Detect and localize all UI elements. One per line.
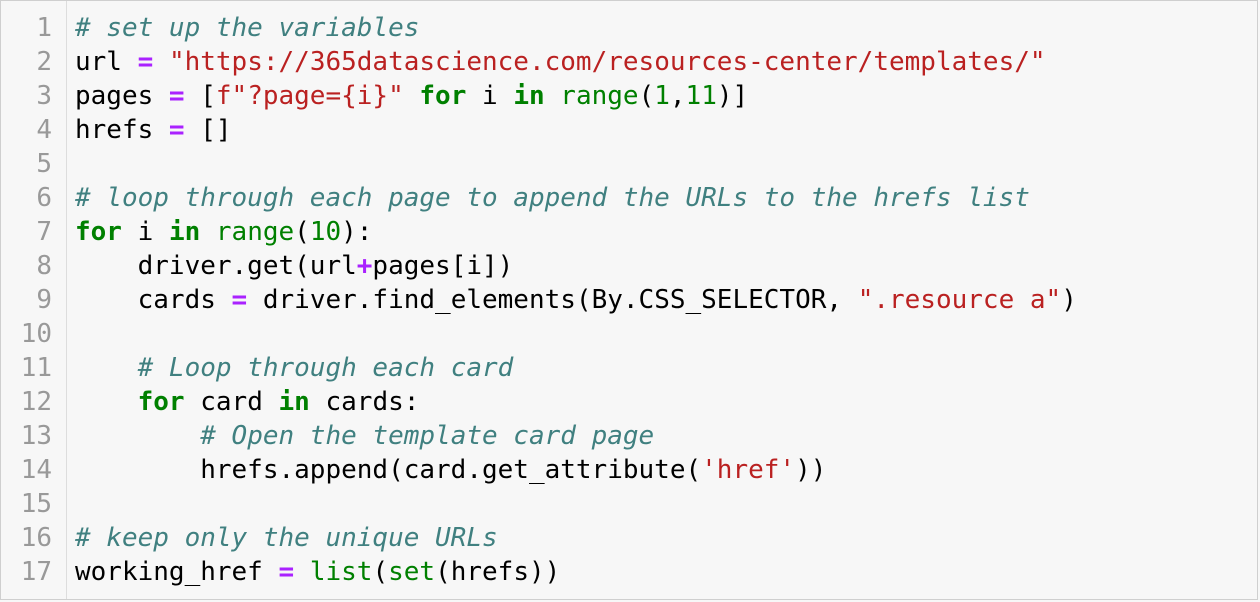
token-number: 11 bbox=[685, 81, 717, 111]
token-plain: working_href bbox=[75, 557, 279, 587]
token-comment: # Loop through each card bbox=[137, 353, 514, 383]
code-line[interactable] bbox=[75, 317, 1257, 351]
token-plain: [] bbox=[184, 115, 232, 145]
code-line[interactable]: pages = [f"?page={i}" for i in range(1,1… bbox=[75, 79, 1257, 113]
line-number: 10 bbox=[20, 319, 52, 349]
token-keyword: for bbox=[75, 217, 122, 247]
token-string: f"?page={i}" bbox=[215, 81, 404, 111]
token-plain bbox=[75, 353, 138, 383]
code-line[interactable]: # keep only the unique URLs bbox=[75, 521, 1257, 555]
token-plain: pages bbox=[75, 81, 169, 111]
token-plain: hrefs.append(card.get_attribute( bbox=[75, 455, 702, 485]
code-line[interactable]: # Loop through each card bbox=[75, 351, 1257, 385]
code-line[interactable]: # loop through each page to append the U… bbox=[75, 181, 1257, 215]
token-plain: , bbox=[669, 81, 686, 111]
code-line[interactable]: driver.get(url+pages[i]) bbox=[75, 249, 1257, 283]
line-number: 7 bbox=[36, 217, 52, 247]
line-number: 12 bbox=[20, 387, 52, 417]
token-op: = bbox=[278, 557, 295, 587]
code-line[interactable] bbox=[75, 147, 1257, 181]
line-number: 8 bbox=[36, 251, 52, 281]
line-number: 3 bbox=[36, 81, 52, 111]
line-number: 13 bbox=[20, 421, 52, 451]
token-op: = bbox=[168, 115, 185, 145]
token-plain: ) bbox=[1061, 285, 1077, 315]
line-number: 1 bbox=[36, 13, 52, 43]
token-plain: ( bbox=[638, 81, 655, 111]
code-line[interactable]: for i in range(10): bbox=[75, 215, 1257, 249]
token-keyword: in bbox=[513, 81, 545, 111]
token-plain bbox=[545, 81, 561, 111]
token-string: "https://365datascience.com/resources-ce… bbox=[168, 47, 1046, 77]
token-comment: # set up the variables bbox=[75, 13, 420, 43]
token-comment: # loop through each page to append the U… bbox=[75, 183, 1030, 213]
token-builtin: set bbox=[388, 557, 436, 587]
code-line[interactable]: for card in cards: bbox=[75, 385, 1257, 419]
token-plain: hrefs bbox=[75, 115, 169, 145]
token-comment: # Open the template card page bbox=[200, 421, 655, 451]
token-plain bbox=[294, 557, 310, 587]
code-line[interactable]: url = "https://365datascience.com/resour… bbox=[75, 45, 1257, 79]
token-plain bbox=[75, 421, 200, 451]
token-plain: url bbox=[75, 47, 138, 77]
token-op: + bbox=[356, 251, 373, 281]
token-string: 'href' bbox=[701, 455, 796, 485]
line-number: 5 bbox=[36, 149, 52, 179]
token-op: = bbox=[231, 285, 248, 315]
token-plain: cards: bbox=[309, 387, 420, 417]
token-plain: card bbox=[184, 387, 279, 417]
token-keyword: in bbox=[168, 217, 201, 247]
token-keyword: for bbox=[419, 81, 467, 111]
token-plain bbox=[404, 81, 420, 111]
code-line[interactable]: # Open the template card page bbox=[75, 419, 1257, 453]
code-line[interactable]: hrefs = [] bbox=[75, 113, 1257, 147]
token-plain: ): bbox=[341, 217, 373, 247]
token-plain: cards bbox=[75, 285, 232, 315]
token-string: ".resource a" bbox=[857, 285, 1062, 315]
token-plain: driver.find_elements(By.CSS_SELECTOR, bbox=[247, 285, 858, 315]
token-plain: )) bbox=[795, 455, 827, 485]
token-plain: ( bbox=[294, 217, 310, 247]
code-line[interactable]: hrefs.append(card.get_attribute('href')) bbox=[75, 453, 1257, 487]
line-number: 17 bbox=[20, 557, 52, 587]
token-number: 10 bbox=[309, 217, 342, 247]
token-builtin: range bbox=[215, 217, 295, 247]
line-number: 11 bbox=[20, 353, 52, 383]
token-op: = bbox=[137, 47, 154, 77]
token-keyword: for bbox=[137, 387, 185, 417]
token-builtin: list bbox=[309, 557, 373, 587]
token-comment: # keep only the unique URLs bbox=[75, 523, 498, 553]
token-plain: (hrefs)) bbox=[435, 557, 561, 587]
line-number: 9 bbox=[36, 285, 52, 315]
token-plain: [ bbox=[184, 81, 216, 111]
token-plain bbox=[75, 387, 138, 417]
code-line[interactable]: # set up the variables bbox=[75, 11, 1257, 45]
token-builtin: range bbox=[560, 81, 639, 111]
line-number: 15 bbox=[20, 489, 52, 519]
line-number: 4 bbox=[36, 115, 52, 145]
line-number: 2 bbox=[36, 47, 52, 77]
code-line[interactable] bbox=[75, 487, 1257, 521]
token-plain: i bbox=[466, 81, 514, 111]
code-line[interactable]: working_href = list(set(hrefs)) bbox=[75, 555, 1257, 589]
token-plain: pages[i]) bbox=[372, 251, 514, 281]
line-number: 16 bbox=[20, 523, 52, 553]
token-plain: )] bbox=[716, 81, 749, 111]
token-plain bbox=[153, 47, 169, 77]
token-plain: ( bbox=[372, 557, 389, 587]
line-number: 6 bbox=[36, 183, 52, 213]
line-number: 14 bbox=[20, 455, 52, 485]
token-keyword: in bbox=[278, 387, 310, 417]
token-plain: driver.get(url bbox=[75, 251, 357, 281]
token-plain: i bbox=[121, 217, 169, 247]
token-op: = bbox=[168, 81, 185, 111]
code-line[interactable]: cards = driver.find_elements(By.CSS_SELE… bbox=[75, 283, 1257, 317]
token-number: 1 bbox=[654, 81, 670, 111]
token-plain bbox=[200, 217, 216, 247]
